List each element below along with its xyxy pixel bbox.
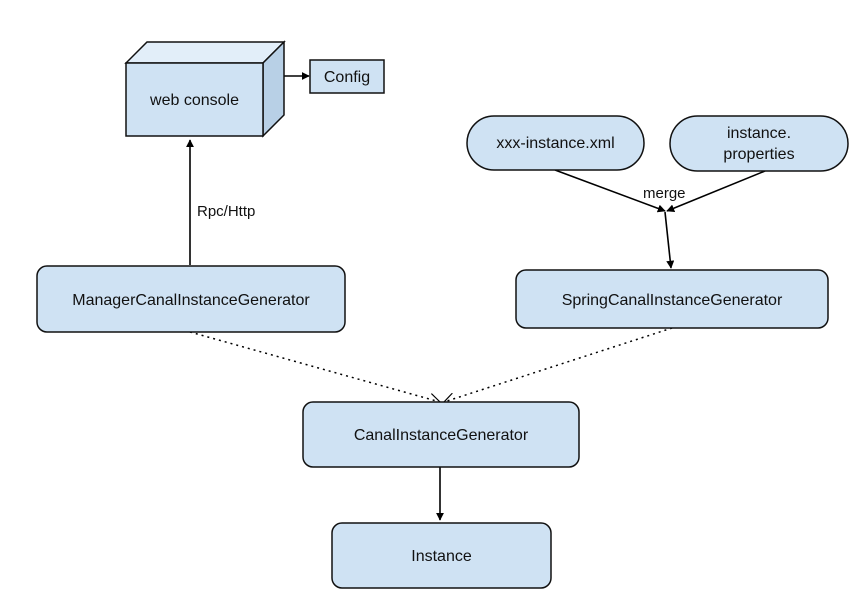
rpc-http-label: Rpc/Http [197, 203, 255, 220]
spring-generator-box [515, 269, 829, 329]
spring-generator-label: SpringCanalInstanceGenerator [562, 292, 783, 309]
config-label: Config [324, 69, 370, 86]
instance-properties-pill [669, 115, 849, 172]
xxx-instance-xml-node: xxx-instance.xml [466, 115, 645, 171]
config-node: Config [309, 59, 385, 94]
web-console-label: web console [149, 92, 239, 109]
instance-properties-label-line2: properties [723, 146, 794, 163]
xxx-instance-xml-pill [466, 115, 645, 171]
instance-properties-node: instance. properties [669, 115, 849, 172]
manager-generator-node: ManagerCanalInstanceGenerator [36, 265, 346, 333]
web-console-node: web console [124, 40, 286, 138]
instance-properties-label-line1: instance. [727, 125, 791, 142]
config-box [309, 59, 385, 94]
edge-properties-to-merge [666, 170, 766, 212]
edge-manager-implements-generator [189, 331, 440, 402]
web-console-top-face [124, 41, 286, 64]
canal-instance-generator-node: CanalInstanceGenerator [302, 401, 580, 468]
xxx-instance-xml-label: xxx-instance.xml [496, 135, 614, 152]
edge-spring-implements-generator [444, 327, 673, 402]
instance-box [331, 522, 552, 589]
canal-instance-generator-label: CanalInstanceGenerator [354, 427, 529, 444]
instance-label: Instance [411, 548, 472, 565]
merge-label: merge [643, 185, 686, 202]
manager-generator-box [36, 265, 346, 333]
edge-merge-to-spring [664, 211, 675, 269]
edge-xml-to-merge [554, 169, 666, 213]
web-console-front-face [125, 62, 264, 137]
spring-generator-node: SpringCanalInstanceGenerator [515, 269, 829, 329]
manager-generator-label: ManagerCanalInstanceGenerator [72, 292, 310, 309]
instance-node: Instance [331, 522, 552, 589]
canal-instance-generator-box [302, 401, 580, 468]
